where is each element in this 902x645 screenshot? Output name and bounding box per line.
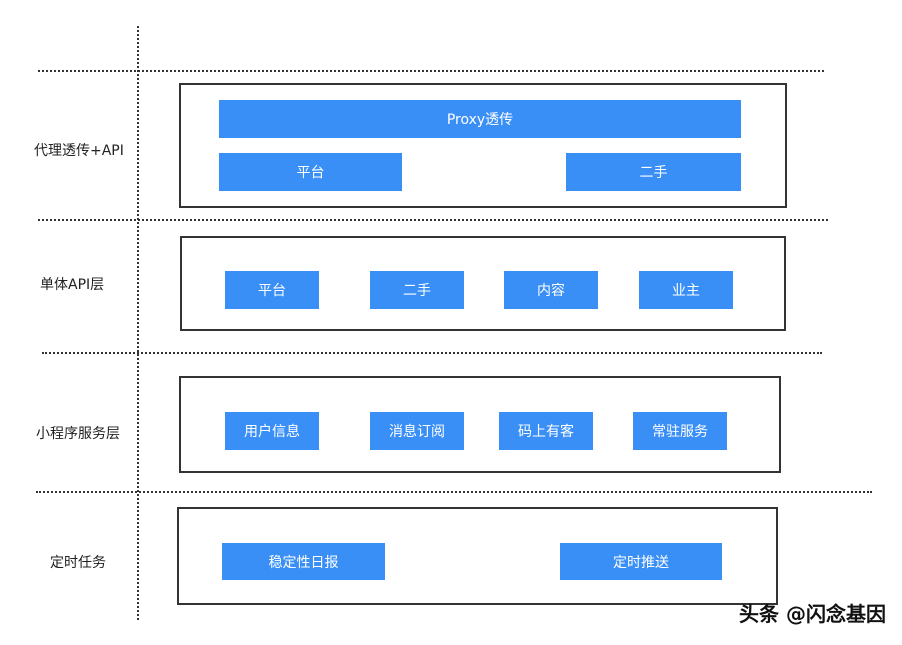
layer-separator-1 [38, 70, 824, 72]
block-message-subscription: 消息订阅 [370, 412, 464, 450]
layer-label-miniprogram-service: 小程序服务层 [36, 426, 120, 442]
vertical-divider [137, 26, 139, 620]
block-code-customers: 码上有客 [499, 412, 593, 450]
block-platform-proxy: 平台 [219, 153, 402, 191]
block-scheduled-push: 定时推送 [560, 543, 722, 580]
layer-label-monolith-api: 单体API层 [40, 277, 105, 293]
layer-separator-3 [42, 352, 822, 354]
layer-separator-4 [36, 491, 872, 493]
block-secondhand-proxy: 二手 [566, 153, 741, 191]
block-stability-report: 稳定性日报 [222, 543, 385, 580]
block-platform: 平台 [225, 271, 319, 309]
block-content: 内容 [504, 271, 598, 309]
block-secondhand: 二手 [370, 271, 464, 309]
layer-label-scheduled-tasks: 定时任务 [50, 555, 106, 571]
block-user-info: 用户信息 [225, 412, 319, 450]
block-proxy-passthrough: Proxy透传 [219, 100, 741, 138]
block-owner: 业主 [639, 271, 733, 309]
block-resident-service: 常驻服务 [633, 412, 727, 450]
layer-label-proxy-api: 代理透传+API [34, 143, 124, 159]
watermark-text: 头条 @闪念基因 [739, 602, 886, 626]
layer-separator-2 [38, 219, 828, 221]
